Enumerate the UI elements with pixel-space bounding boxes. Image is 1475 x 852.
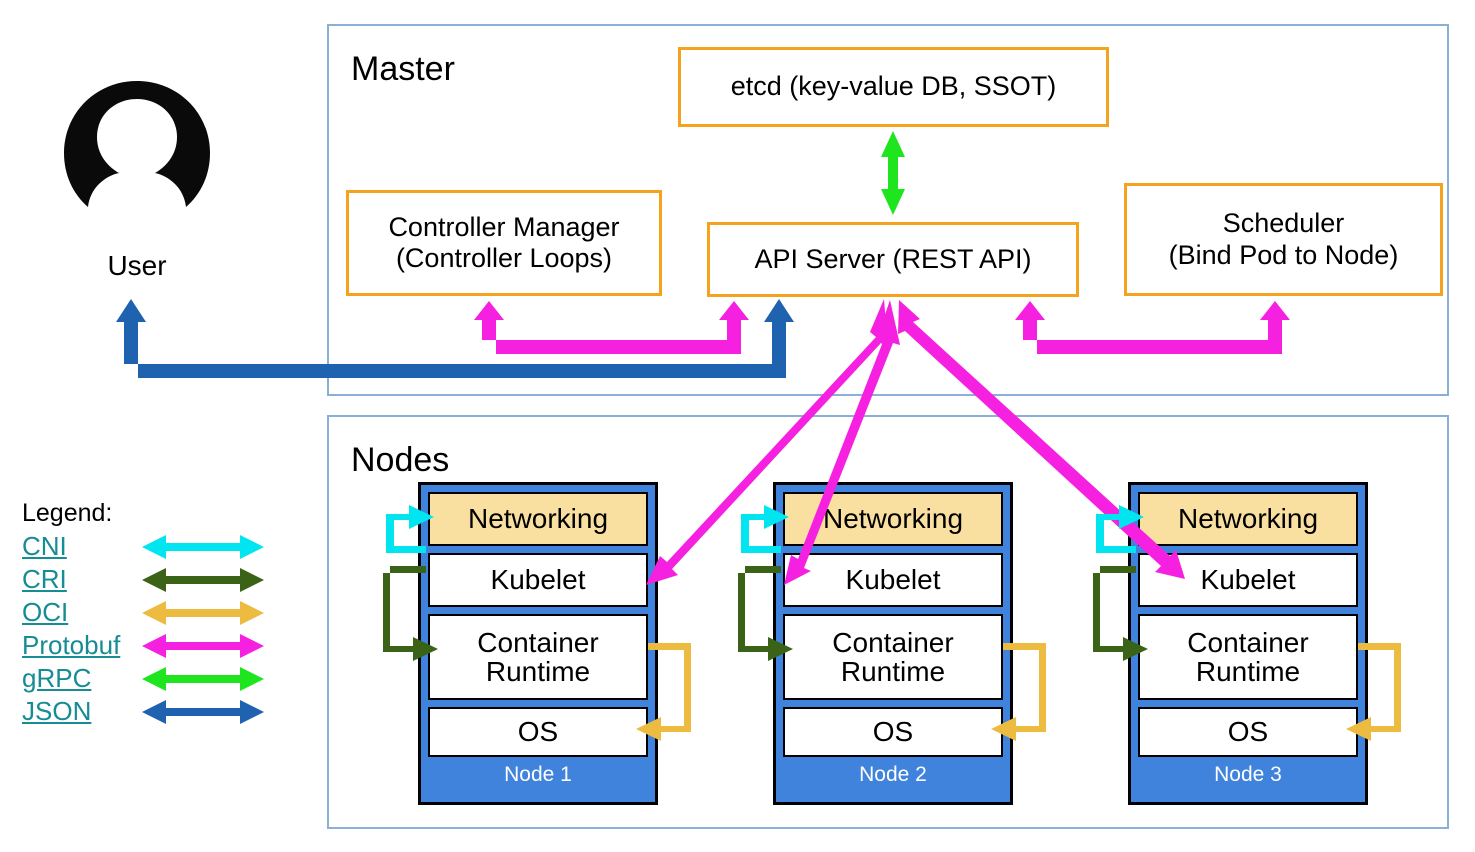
legend-row-cri[interactable]: CRI [22, 563, 272, 596]
scheduler-label: Scheduler (Bind Pod to Node) [1168, 208, 1399, 270]
legend: Legend: CNI CRI OCI [22, 500, 272, 728]
node-layer-container-runtime[interactable]: Container Runtime [783, 614, 1003, 700]
legend-arrow-icon [142, 534, 264, 560]
legend-arrow-icon [142, 600, 264, 626]
legend-label[interactable]: JSON [22, 695, 92, 726]
api-server-box[interactable]: API Server (REST API) [707, 222, 1079, 297]
node-layer-label: Kubelet [1200, 564, 1296, 596]
node-layer-container-runtime[interactable]: Container Runtime [428, 614, 648, 700]
node-layer-kubelet[interactable]: Kubelet [1138, 553, 1358, 607]
node-layer-networking[interactable]: Networking [783, 492, 1003, 546]
node-layer-kubelet[interactable]: Kubelet [783, 553, 1003, 607]
legend-row-protobuf[interactable]: Protobuf [22, 629, 272, 662]
node-card[interactable]: Networking Kubelet Container Runtime OS … [1128, 482, 1368, 805]
node-layer-label: Kubelet [845, 564, 941, 596]
api-server-label: API Server (REST API) [754, 243, 1032, 274]
node-layer-label: OS [872, 716, 914, 748]
legend-label[interactable]: CNI [22, 530, 67, 561]
legend-label[interactable]: gRPC [22, 662, 92, 693]
etcd-label: etcd (key-value DB, SSOT) [730, 71, 1057, 102]
legend-title: Legend: [22, 499, 113, 527]
user-label: User [107, 250, 167, 281]
legend-arrow-icon [142, 666, 264, 692]
node-layer-networking[interactable]: Networking [428, 492, 648, 546]
node-layer-label: Kubelet [490, 564, 586, 596]
node-layer-container-runtime[interactable]: Container Runtime [1138, 614, 1358, 700]
node-layer-os[interactable]: OS [428, 707, 648, 757]
node-layer-label: Networking [822, 503, 964, 535]
legend-row-cni[interactable]: CNI [22, 530, 272, 563]
node-name-label: Node 1 [504, 763, 572, 786]
legend-label[interactable]: CRI [22, 563, 67, 594]
scheduler-box[interactable]: Scheduler (Bind Pod to Node) [1124, 183, 1443, 296]
node-card[interactable]: Networking Kubelet Container Runtime OS … [773, 482, 1013, 805]
node-layer-os[interactable]: OS [1138, 707, 1358, 757]
user-avatar-icon [63, 80, 211, 225]
node-layer-label: Networking [1177, 503, 1319, 535]
node-layer-label: Container Runtime [477, 626, 599, 687]
master-group-title: Master [351, 50, 455, 88]
node-layer-os[interactable]: OS [783, 707, 1003, 757]
node-layer-kubelet[interactable]: Kubelet [428, 553, 648, 607]
node-name-label: Node 3 [1214, 763, 1282, 786]
legend-label[interactable]: OCI [22, 596, 69, 627]
node-layer-networking[interactable]: Networking [1138, 492, 1358, 546]
node-layer-label: OS [517, 716, 559, 748]
controller-manager-box[interactable]: Controller Manager (Controller Loops) [346, 190, 662, 296]
legend-arrow-icon [142, 567, 264, 593]
nodes-group-title: Nodes [351, 441, 450, 479]
node-layer-label: Container Runtime [832, 626, 954, 687]
node-layer-label: OS [1227, 716, 1269, 748]
node-layer-label: Networking [467, 503, 609, 535]
etcd-box[interactable]: etcd (key-value DB, SSOT) [678, 47, 1109, 127]
legend-row-grpc[interactable]: gRPC [22, 662, 272, 695]
node-card[interactable]: Networking Kubelet Container Runtime OS … [418, 482, 658, 805]
node-layer-label: Container Runtime [1187, 626, 1309, 687]
node-name-label: Node 2 [859, 763, 927, 786]
legend-label[interactable]: Protobuf [22, 629, 121, 660]
legend-arrow-icon [142, 699, 264, 725]
legend-row-oci[interactable]: OCI [22, 596, 272, 629]
legend-arrow-icon [142, 633, 264, 659]
legend-row-json[interactable]: JSON [22, 695, 272, 728]
controller-manager-label: Controller Manager (Controller Loops) [388, 211, 620, 273]
